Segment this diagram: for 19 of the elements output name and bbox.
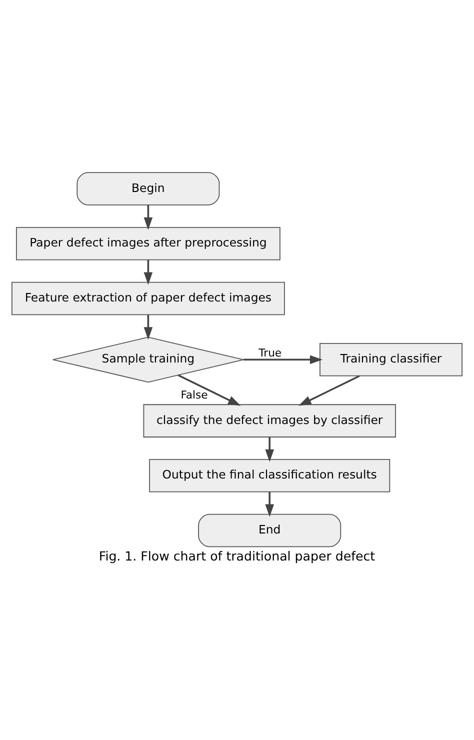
edge-label: False bbox=[180, 388, 208, 402]
node-diamond: Sample training bbox=[52, 336, 244, 383]
node-box: Begin bbox=[76, 172, 220, 206]
node-box: Training classifier bbox=[320, 343, 462, 376]
arrow bbox=[244, 355, 323, 364]
edge-label: True bbox=[258, 346, 282, 360]
node-box: Paper defect images after preprocessing bbox=[16, 227, 280, 260]
node-box: End bbox=[198, 514, 342, 548]
arrow bbox=[144, 315, 153, 340]
arrow bbox=[265, 437, 274, 462]
arrow bbox=[265, 492, 274, 517]
arrow bbox=[144, 205, 153, 230]
node-box: classify the defect images by classifier bbox=[143, 404, 396, 438]
node-box: Output the final classification results bbox=[149, 459, 390, 492]
caption: Fig. 1. Flow chart of traditional paper defect bbox=[98, 548, 376, 564]
node-box: Feature extraction of paper defect images bbox=[12, 282, 285, 316]
arrow bbox=[178, 374, 241, 406]
arrow bbox=[144, 260, 153, 285]
arrow bbox=[298, 375, 360, 406]
